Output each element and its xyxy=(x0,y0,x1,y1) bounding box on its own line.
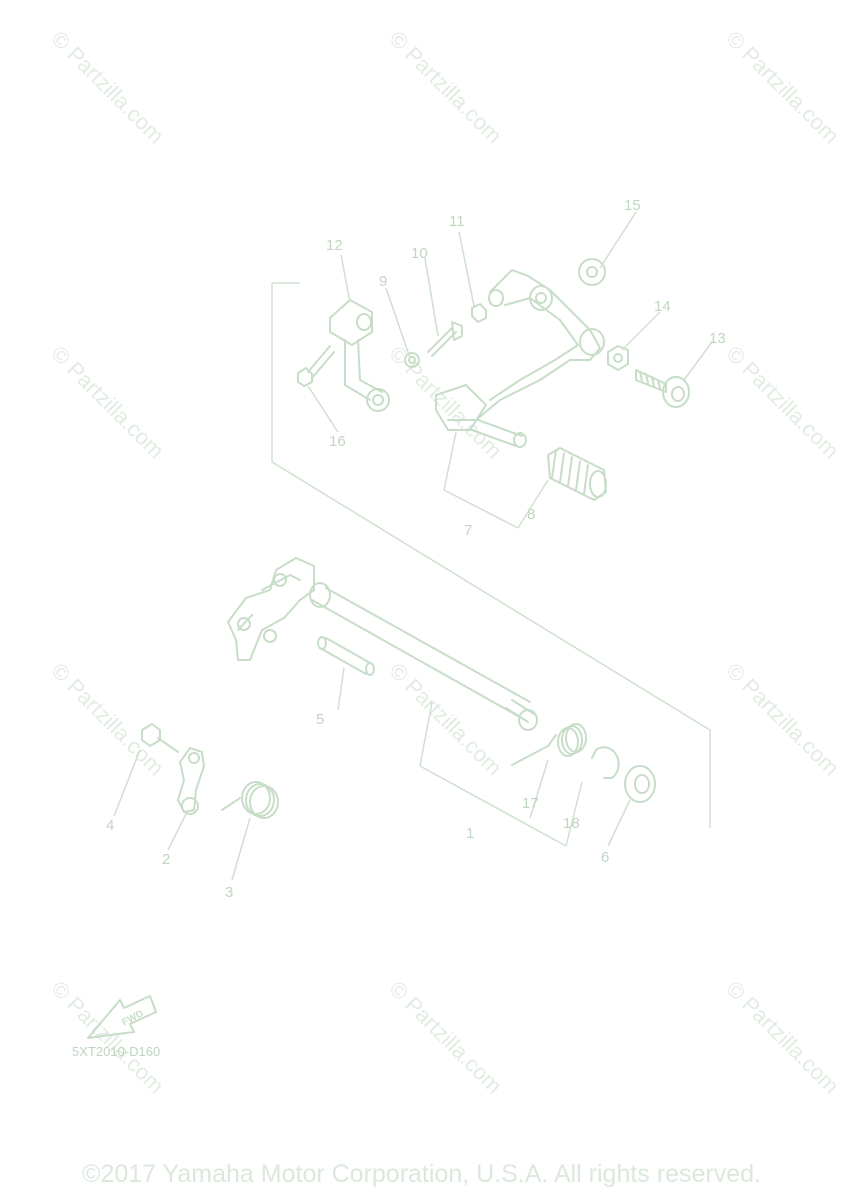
callout-7: 7 xyxy=(464,522,472,539)
callout-14: 14 xyxy=(654,298,671,315)
pin-5 xyxy=(317,636,375,676)
callout-12: 12 xyxy=(326,237,343,254)
watermark: © Partzilla.com xyxy=(46,26,169,149)
nut-11 xyxy=(471,303,487,323)
shift-pedal xyxy=(435,269,605,448)
spring-17 xyxy=(511,723,587,766)
pivot-bolt-13 xyxy=(635,369,690,408)
watermark: © Partzilla.com xyxy=(46,341,169,464)
callout-18: 18 xyxy=(563,815,580,832)
stopper-lever-2 xyxy=(177,747,205,815)
watermark: © Partzilla.com xyxy=(384,26,507,149)
callout-10: 10 xyxy=(411,245,428,262)
fwd-label: FWD xyxy=(120,1008,145,1028)
oil-seal-6 xyxy=(624,765,656,803)
bolt-16 xyxy=(297,345,335,387)
watermarks: © Partzilla.com © Partzilla.com © Partzi… xyxy=(46,26,843,1099)
spring-3 xyxy=(221,781,279,819)
shift-shaft xyxy=(227,557,538,731)
bolt-10 xyxy=(427,321,463,357)
pedal-rubber xyxy=(547,447,607,501)
callout-2: 2 xyxy=(162,851,170,868)
bolt-4 xyxy=(141,723,179,753)
callout-9: 9 xyxy=(379,273,387,290)
callout-8: 8 xyxy=(527,506,535,523)
callout-11: 11 xyxy=(449,213,465,230)
callout-6: 6 xyxy=(601,849,609,866)
callout-17: 17 xyxy=(522,795,539,812)
shift-rod-end xyxy=(329,299,390,412)
callout-4: 4 xyxy=(106,817,114,834)
nut-9 xyxy=(404,352,420,368)
watermark: © Partzilla.com xyxy=(384,341,507,464)
assembly-outline xyxy=(271,282,711,828)
circlip-18 xyxy=(591,746,620,779)
callout-16: 16 xyxy=(329,433,346,450)
watermark: © Partzilla.com xyxy=(721,26,843,149)
copyright-notice: ©2017 Yamaha Motor Corporation, U.S.A. A… xyxy=(82,1160,761,1188)
callout-1: 1 xyxy=(466,825,474,842)
diagram-code: 5XT2010-D160 xyxy=(72,1044,160,1059)
watermark: © Partzilla.com xyxy=(721,976,843,1099)
callout-13: 13 xyxy=(709,330,726,347)
watermark: © Partzilla.com xyxy=(46,658,169,781)
watermark: © Partzilla.com xyxy=(46,976,169,1099)
callout-numbers: 1 2 3 4 5 6 7 8 9 10 11 12 13 14 15 16 1… xyxy=(106,197,726,901)
callout-3: 3 xyxy=(225,884,233,901)
callout-5: 5 xyxy=(316,711,324,728)
callout-15: 15 xyxy=(624,197,641,214)
washer-15 xyxy=(578,258,606,286)
watermark: © Partzilla.com xyxy=(384,976,507,1099)
watermark: © Partzilla.com xyxy=(721,658,843,781)
nut-14 xyxy=(607,345,629,371)
leader-lines xyxy=(113,211,713,881)
watermark: © Partzilla.com xyxy=(721,341,843,464)
